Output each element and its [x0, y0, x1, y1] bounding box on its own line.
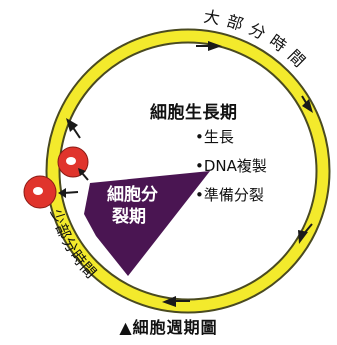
mitosis-label-line1: 細胞分 — [107, 184, 158, 205]
interphase-title: 細胞生長期 — [150, 103, 238, 123]
cell-bottom-nucleus — [33, 187, 43, 195]
arrow-left-icon — [162, 296, 176, 307]
interphase-event-prepare-division: •準備分裂 — [195, 186, 264, 204]
cycle-direction-arrows — [66, 41, 313, 307]
dividing-cells — [23, 146, 89, 209]
arrow-down-left-icon — [298, 230, 308, 244]
arrow-right-icon — [208, 41, 222, 51]
figure-caption: ▲細胞週期圖 — [119, 318, 218, 337]
cycle-ring — [47, 30, 329, 312]
arrow-up-left-icon — [66, 118, 78, 132]
arrow-to-top-cell-icon — [78, 168, 86, 176]
mitosis-label-line2: 裂期 — [111, 206, 146, 227]
cell-top-nucleus — [66, 157, 76, 165]
mitosis-wedge — [84, 171, 210, 276]
interphase-event-growth: •生長 — [195, 128, 234, 146]
arrow-to-bottom-cell-icon — [58, 188, 66, 198]
interphase-event-dna-replication: •DNA複製 — [195, 157, 267, 175]
